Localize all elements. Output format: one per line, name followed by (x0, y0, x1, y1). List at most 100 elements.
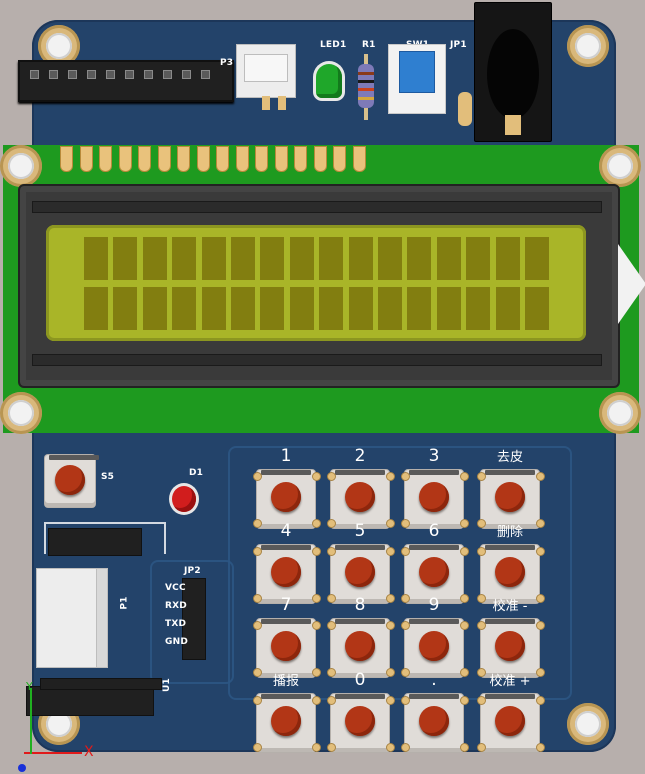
keypad-button[interactable] (481, 470, 539, 528)
key-solder-pad (477, 743, 486, 752)
lcd-pin-pad (60, 146, 73, 172)
red-led-d1 (172, 486, 196, 512)
lcd-char-cell (495, 287, 520, 330)
key-solder-pad (386, 668, 395, 677)
pin-header-4 (48, 528, 142, 556)
lcd-char-cell (84, 287, 108, 330)
keycap (495, 631, 525, 661)
keypad-button[interactable] (405, 619, 463, 677)
lcd-char-cell (319, 237, 344, 280)
keypad-button[interactable] (257, 545, 315, 603)
key-solder-pad (312, 668, 321, 677)
key-solder-pad (536, 547, 545, 556)
lcd-pin-pad (118, 146, 132, 172)
pin-header-u1 (26, 686, 154, 716)
header-pin (87, 70, 96, 79)
key-solder-pad (536, 696, 545, 705)
key-solder-pad (386, 696, 395, 705)
silk-u1: U1 (161, 678, 172, 692)
silk-p3: P3 (220, 58, 234, 68)
key-solder-pad (327, 668, 336, 677)
lcd-char-cell (201, 287, 226, 330)
lcd-pin-pad (196, 146, 210, 172)
mounting-hole-top-right (567, 25, 609, 67)
keycap (419, 557, 449, 587)
keycap (419, 706, 449, 736)
silk-gnd: GND (165, 637, 188, 647)
keypad-button[interactable] (405, 470, 463, 528)
jst-connector-p1 (36, 568, 102, 668)
keycap (419, 482, 449, 512)
lcd-pin-pad (157, 146, 171, 172)
keypad-button[interactable] (257, 470, 315, 528)
jst-pin (278, 96, 286, 110)
header-pin (201, 70, 210, 79)
keypad-button[interactable] (331, 694, 389, 752)
reset-button-s5[interactable] (45, 455, 99, 507)
keypad-button[interactable] (331, 619, 389, 677)
keypad-button[interactable] (481, 545, 539, 603)
dc-jack-pad (458, 92, 472, 126)
key-label: 校准 - (492, 599, 528, 614)
jst-connector-socket (244, 54, 288, 82)
key-solder-pad (327, 696, 336, 705)
key-label: 8 (354, 595, 366, 615)
keypad-button[interactable] (331, 470, 389, 528)
silk-jp1: JP1 (450, 40, 467, 50)
pin-header-u1-top (40, 678, 162, 690)
keypad-button[interactable] (405, 694, 463, 752)
keypad-button[interactable] (257, 694, 315, 752)
lcd-bezel-line-top (32, 201, 602, 213)
key-solder-pad (401, 696, 410, 705)
keypad-button[interactable] (481, 619, 539, 677)
header-pin (106, 70, 115, 79)
lcd-pin-pad (138, 146, 151, 172)
key-solder-pad (477, 696, 486, 705)
lcd-pin-pad (333, 146, 346, 172)
key-solder-pad (386, 594, 395, 603)
keypad-button[interactable] (257, 619, 315, 677)
key-solder-pad (312, 696, 321, 705)
lcd-char-cell (84, 237, 108, 280)
key-solder-pad (401, 472, 410, 481)
key-solder-pad (477, 472, 486, 481)
key-solder-pad (536, 519, 545, 528)
key-solder-pad (536, 668, 545, 677)
silk-p1: P1 (119, 596, 130, 610)
lcd-side-tab (618, 244, 645, 324)
key-solder-pad (386, 472, 395, 481)
header-pin (144, 70, 153, 79)
lcd-char-cell (172, 287, 197, 330)
key-label: 去皮 (496, 450, 523, 465)
key-solder-pad (460, 519, 469, 528)
lcd-char-cell (231, 287, 255, 330)
key-label: 0 (354, 670, 366, 690)
keypad-button[interactable] (331, 545, 389, 603)
keycap (345, 482, 375, 512)
key-solder-pad (477, 668, 486, 677)
keypad-button[interactable] (405, 545, 463, 603)
lcd-char-cell (113, 287, 138, 330)
key-solder-pad (253, 621, 262, 630)
lcd-bezel-line-bottom (32, 354, 602, 366)
key-solder-pad (327, 743, 336, 752)
lcd-char-cell (231, 237, 255, 280)
silk-outline (44, 522, 166, 554)
keycap (271, 482, 301, 512)
lcd-char-cell (319, 287, 344, 330)
key-solder-pad (460, 743, 469, 752)
key-label: 7 (280, 595, 292, 615)
key-label: 播报 (272, 674, 299, 689)
lcd-char-cell (378, 287, 402, 330)
lcd-pin-pad (313, 146, 327, 172)
dc-jack-jp1 (474, 2, 552, 142)
keypad-button[interactable] (481, 694, 539, 752)
key-solder-pad (460, 621, 469, 630)
lcd-char-cell (260, 287, 285, 330)
key-label: 9 (428, 595, 440, 615)
lcd-pin-pad (352, 146, 366, 172)
lcd-char-cell (378, 237, 402, 280)
key-label: . (431, 670, 437, 690)
jst-connector-p1-side (96, 568, 108, 668)
key-solder-pad (536, 743, 545, 752)
